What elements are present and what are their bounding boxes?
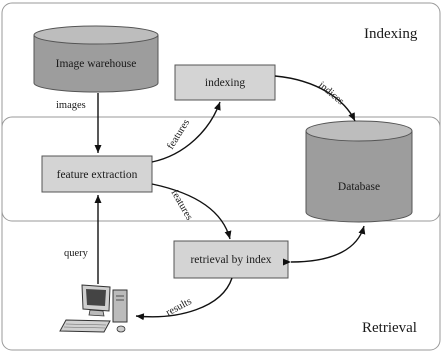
retrieval-region-label: Retrieval bbox=[362, 320, 417, 336]
results-edge-label: results bbox=[164, 296, 193, 319]
results-arrow bbox=[135, 277, 233, 321]
feature-extraction-label: feature extraction bbox=[57, 169, 138, 181]
retrieval-by-index-label: retrieval by index bbox=[190, 254, 271, 266]
features-lower-edge-label: features bbox=[168, 188, 194, 222]
indexing-region-label: Indexing bbox=[364, 26, 418, 42]
indices-edge-label: indices bbox=[316, 80, 346, 108]
indexing-box bbox=[174, 64, 276, 101]
query-edge-label: query bbox=[64, 248, 89, 259]
images-edge-label: images bbox=[56, 100, 86, 111]
features-upper-edge-label: features bbox=[165, 118, 192, 152]
feature-extraction-box bbox=[41, 155, 153, 193]
features-to-indexing-arrow bbox=[151, 101, 221, 163]
indices-arrow bbox=[274, 75, 356, 122]
computer-icon bbox=[59, 284, 128, 333]
retrieval-by-index-box bbox=[173, 240, 289, 279]
database-label: Database bbox=[338, 181, 380, 193]
retrieval-region bbox=[1, 116, 441, 351]
image-warehouse-cylinder bbox=[33, 25, 159, 93]
indexing-box-label: indexing bbox=[205, 77, 245, 89]
database-cylinder bbox=[305, 120, 413, 223]
image-warehouse-label: Image warehouse bbox=[56, 58, 137, 70]
database-retrieval-arrow bbox=[282, 225, 366, 266]
features-to-retrieval-arrow bbox=[151, 183, 232, 240]
